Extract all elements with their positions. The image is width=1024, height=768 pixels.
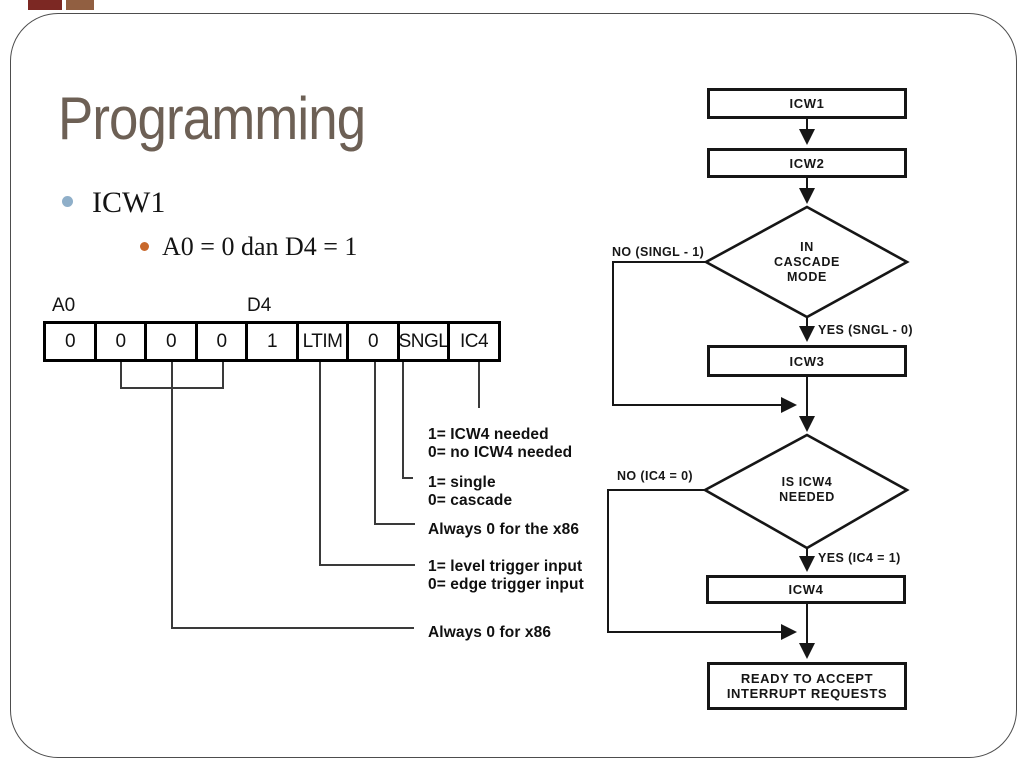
- connector-line: [319, 362, 321, 566]
- connector-line: [120, 362, 122, 389]
- flowchart-branch-yes-sngl: YES (SNGL - 0): [818, 323, 913, 337]
- connector-line: [478, 362, 480, 408]
- flowchart-diamond-icw4-label: IS ICW4 NEEDED: [779, 475, 835, 504]
- connector-line: [402, 477, 413, 479]
- flowchart-box-icw2: ICW2: [707, 148, 907, 178]
- flowchart-graphics: [607, 119, 910, 659]
- sub-bullet-a0-d4: A0 = 0 dan D4 = 1: [162, 232, 358, 261]
- flowchart-box-icw4: ICW4: [706, 575, 906, 604]
- annotation-low-bits: Always 0 for x86: [428, 624, 552, 641]
- register-cell: 0: [346, 321, 400, 362]
- annotation-ltim: 1= level trigger input 0= edge trigger i…: [428, 558, 584, 593]
- flowchart-box-icw3: ICW3: [707, 345, 907, 377]
- flowchart-branch-no-ic4: NO (IC4 = 0): [617, 469, 693, 483]
- bullet-icw1: ICW1: [92, 186, 166, 219]
- connector-line: [319, 564, 415, 566]
- sub-bullet-dot-icon: [140, 242, 149, 251]
- register-cell: 0: [144, 321, 198, 362]
- connector-line: [402, 362, 404, 479]
- annotation-bit2: Always 0 for the x86: [428, 521, 580, 538]
- top-accent-bar-brown: [66, 0, 94, 10]
- register-cell: 0: [93, 321, 148, 362]
- slide-frame: [10, 13, 1017, 758]
- connector-line: [171, 627, 414, 629]
- register-label-d4: D4: [247, 295, 272, 316]
- register-cell: 0: [43, 321, 97, 362]
- flowchart-box-icw1: ICW1: [707, 88, 907, 119]
- register-cell: LTIM: [295, 321, 350, 362]
- register-cell: SNGL: [396, 321, 451, 362]
- connector-line: [171, 362, 173, 629]
- flowchart-branch-no-singl: NO (SINGL - 1): [612, 245, 705, 259]
- connector-line: [374, 362, 376, 525]
- register-cell: 0: [194, 321, 249, 362]
- register-cell: 1: [245, 321, 299, 362]
- annotation-ic4: 1= ICW4 needed 0= no ICW4 needed: [428, 426, 573, 461]
- connector-line: [120, 387, 224, 389]
- top-accent-bar-red: [28, 0, 62, 10]
- flowchart-diamond-cascade-label: IN CASCADE MODE: [773, 239, 840, 284]
- register-label-a0: A0: [52, 295, 76, 316]
- connector-line: [374, 523, 415, 525]
- bullet-dot-icon: [62, 196, 73, 207]
- annotation-sngl: 1= single 0= cascade: [428, 474, 513, 509]
- register-cell: IC4: [447, 321, 501, 362]
- flowchart-branch-yes-ic4: YES (IC4 = 1): [818, 551, 901, 565]
- flowchart-box-ready: READY TO ACCEPT INTERRUPT REQUESTS: [707, 662, 907, 710]
- register-bit-row: 0 0 0 0 1 LTIM 0 SNGL IC4: [43, 321, 501, 362]
- page-title: Programming: [58, 85, 366, 152]
- connector-line: [222, 362, 224, 389]
